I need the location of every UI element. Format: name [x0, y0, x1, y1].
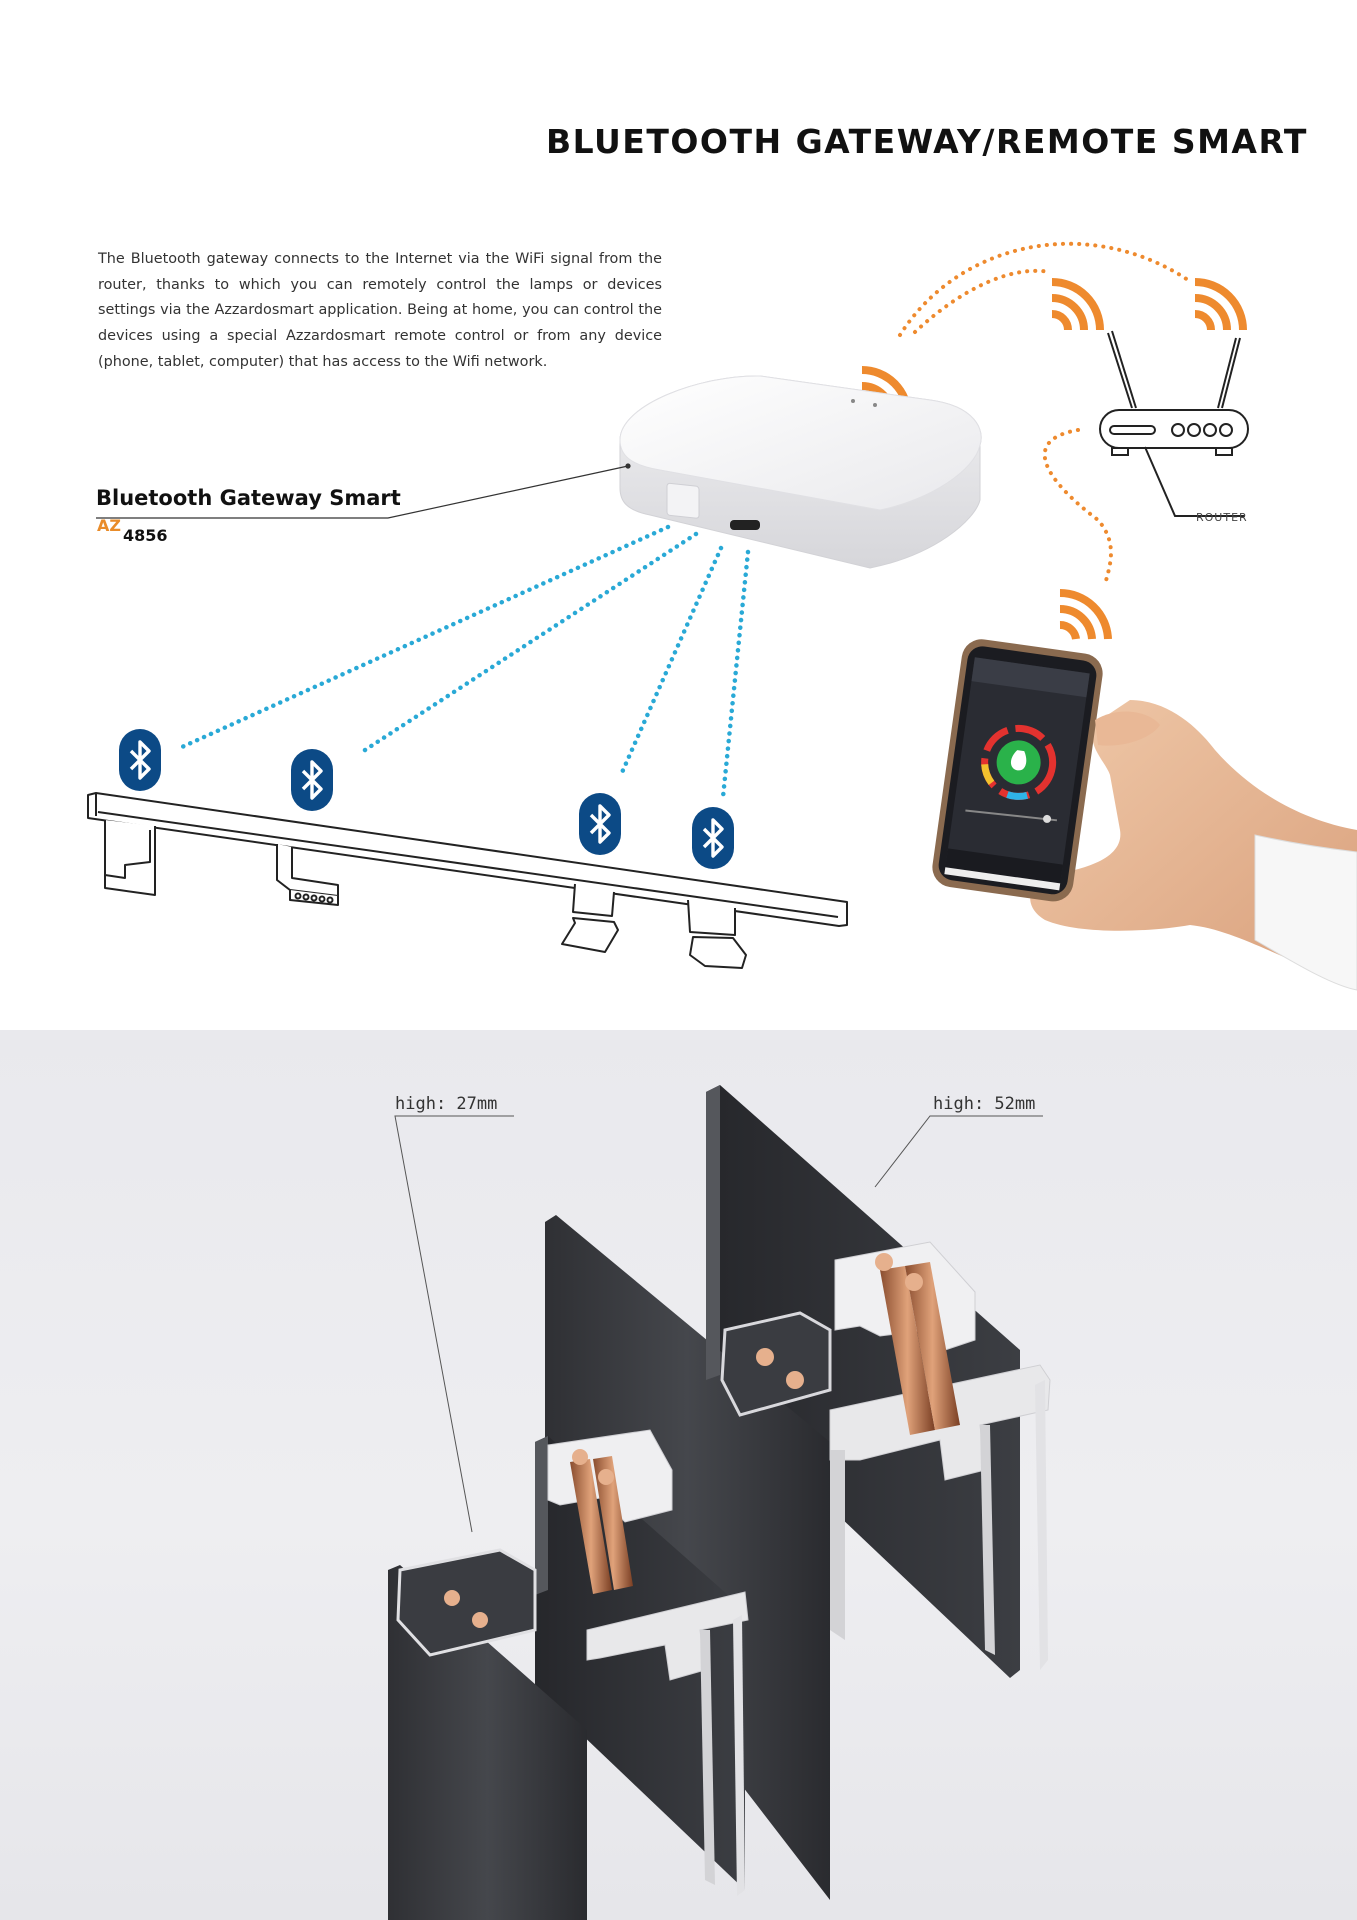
- profile-photo-section: high: 27mm high: 52mm: [0, 1030, 1357, 1920]
- gateway-code-prefix: AZ: [97, 516, 121, 535]
- profile-27mm: [388, 1429, 749, 1920]
- dimension-label-small: high: 27mm: [395, 1094, 498, 1114]
- track-profiles-illustration: [388, 1085, 1051, 1920]
- profile-52mm: [545, 1085, 1051, 1900]
- bluetooth-icon: [291, 749, 333, 811]
- track-rail-drawing: [87, 792, 848, 969]
- hand-holding-phone: [932, 639, 1357, 991]
- gateway-device: [619, 375, 982, 569]
- system-diagram-section: BLUETOOTH GATEWAY/REMOTE SMART The Bluet…: [87, 122, 1357, 991]
- bluetooth-icon: [579, 793, 621, 855]
- router-icon: [1099, 330, 1249, 517]
- gateway-name: Bluetooth Gateway Smart: [96, 486, 401, 510]
- gateway-code-number: 4856: [123, 526, 168, 545]
- page-title: BLUETOOTH GATEWAY/REMOTE SMART: [546, 122, 1308, 161]
- bluetooth-icon: [692, 807, 734, 869]
- intro-paragraph: The Bluetooth gateway connects to the In…: [98, 251, 662, 370]
- wifi-signal-paths: [898, 241, 1190, 587]
- wifi-icon: [1059, 588, 1112, 640]
- dimension-leader-lines: [394, 1115, 1043, 1533]
- bluetooth-icon: [119, 729, 161, 791]
- dimension-label-large: high: 52mm: [933, 1094, 1036, 1114]
- system-diagram: [87, 241, 1357, 991]
- gateway-pointer: [96, 463, 631, 519]
- wifi-icon: [1051, 278, 1104, 331]
- router-label: ROUTER: [1196, 511, 1248, 524]
- bluetooth-signal-paths: [179, 524, 751, 800]
- wifi-icon: [1194, 278, 1247, 331]
